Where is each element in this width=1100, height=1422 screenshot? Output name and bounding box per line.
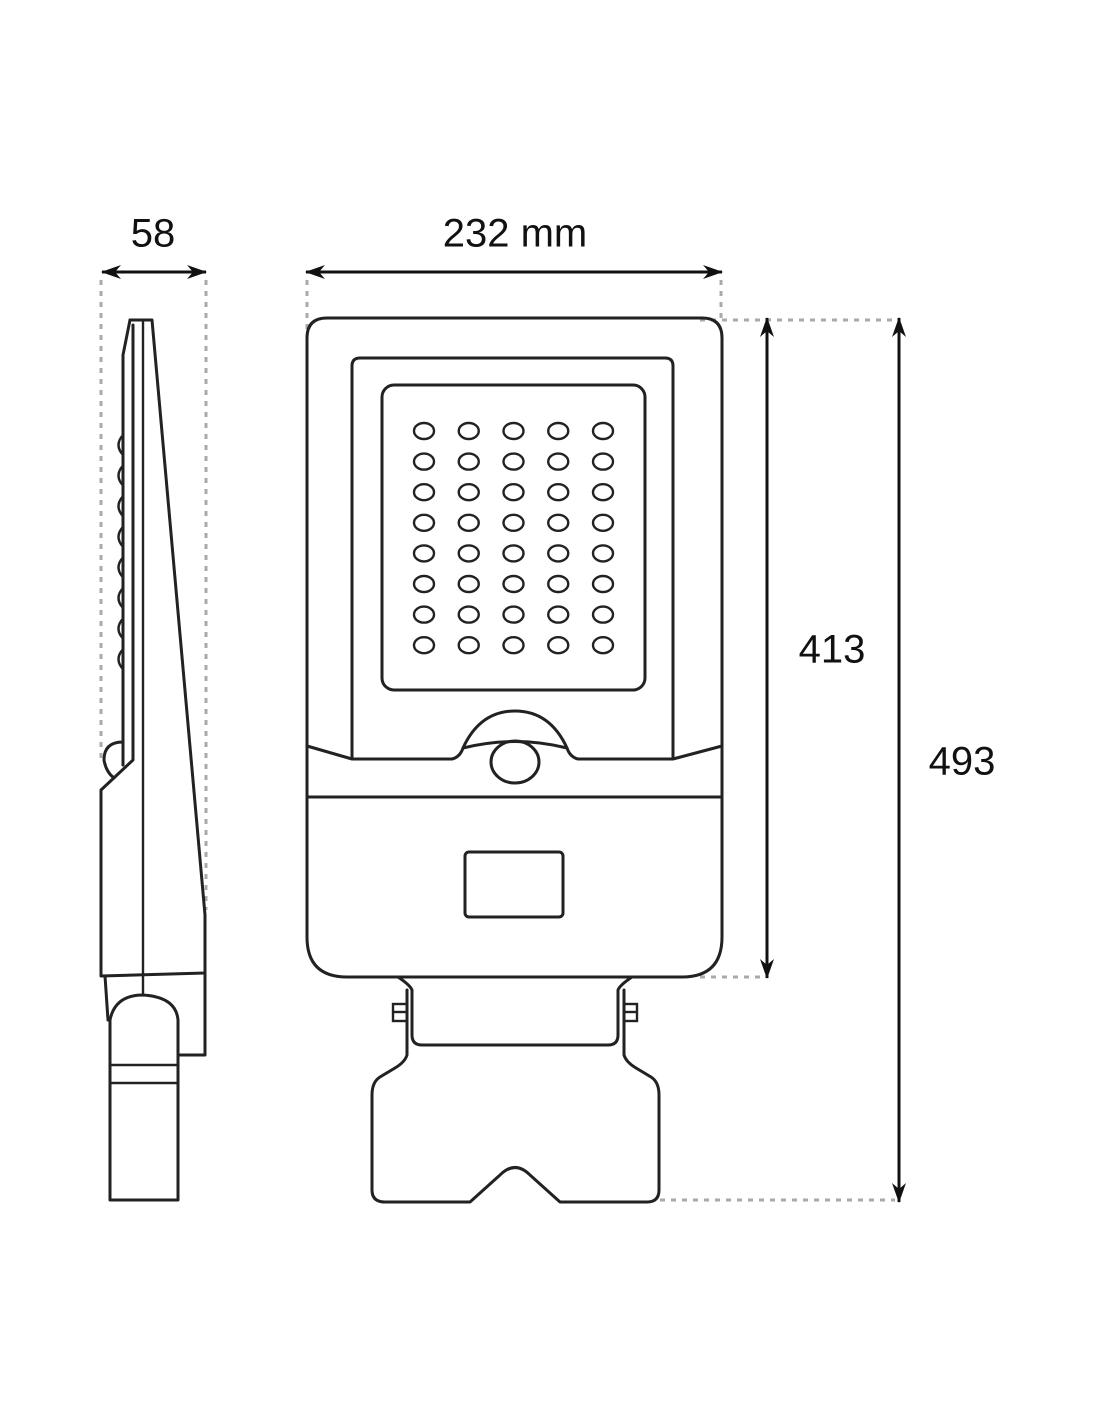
led (412, 574, 436, 594)
front-view (305, 316, 724, 1204)
side-led-bump (117, 495, 124, 518)
led (591, 452, 615, 471)
side-led-bump (117, 525, 124, 548)
led (502, 421, 525, 441)
total-height-label: 493 (928, 739, 996, 784)
led (412, 544, 436, 563)
led-panel (380, 383, 647, 692)
body-height-label: 413 (798, 627, 866, 672)
led (591, 544, 615, 563)
led (457, 544, 480, 563)
led (547, 544, 570, 563)
led (457, 574, 480, 594)
led (502, 544, 525, 563)
led (591, 605, 615, 624)
side-view (99, 318, 207, 1202)
led (591, 513, 615, 532)
led (547, 483, 570, 502)
side-led-bumps (117, 434, 124, 671)
led (502, 636, 525, 655)
led (547, 605, 570, 624)
depth-label: 58 (130, 211, 176, 256)
led (457, 452, 480, 471)
side-led-bump (117, 434, 124, 456)
extension-lines (99, 280, 895, 1202)
led (591, 483, 615, 502)
led (547, 421, 570, 441)
label-plate (463, 850, 565, 919)
side-pole-mount (108, 993, 180, 1202)
led (412, 483, 436, 502)
inner-frame (350, 356, 675, 760)
side-led-bump (117, 587, 124, 609)
sensor-band (305, 740, 724, 761)
side-led-bump (117, 617, 124, 640)
motion-sensor (489, 739, 541, 785)
led (547, 513, 570, 532)
led (502, 483, 525, 502)
bracket-plate (370, 988, 661, 1204)
led (457, 513, 480, 532)
led (457, 605, 480, 624)
led (412, 513, 436, 532)
led (412, 452, 436, 471)
led (412, 636, 436, 655)
mounting-bracket (396, 975, 634, 1047)
housing-outline (305, 316, 724, 979)
width-label: 232 mm (442, 211, 588, 256)
led (547, 452, 570, 471)
led (412, 421, 436, 441)
side-led-bump (117, 556, 124, 579)
led (457, 421, 480, 441)
led-array (412, 421, 615, 655)
side-led-bump (117, 464, 124, 487)
side-led-bump (117, 648, 124, 671)
led (591, 421, 615, 441)
led (547, 636, 570, 655)
led (547, 574, 570, 594)
led (412, 605, 436, 624)
led (591, 574, 615, 594)
led (502, 574, 525, 594)
led (457, 636, 480, 655)
led (502, 605, 525, 624)
led (502, 452, 525, 471)
led (591, 636, 615, 655)
led (502, 513, 525, 532)
led (457, 483, 480, 502)
sensor-hood (461, 709, 569, 750)
side-sensor-bump (102, 740, 125, 780)
